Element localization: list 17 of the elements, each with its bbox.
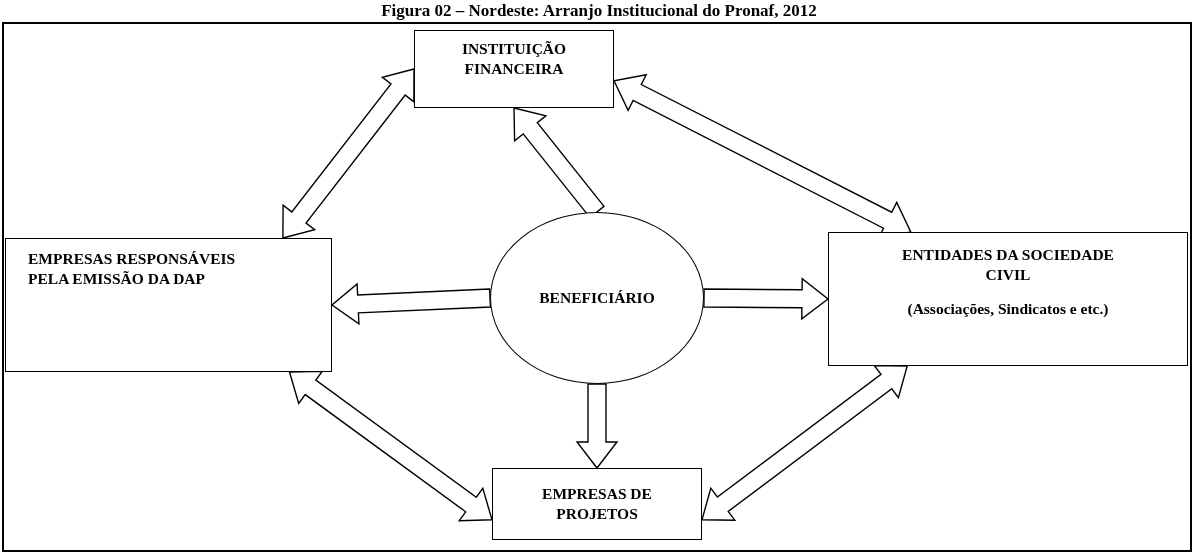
block-arrow: [703, 277, 830, 321]
process-box: [828, 232, 1188, 366]
double-block-arrow: [701, 364, 909, 521]
process-box: [5, 238, 332, 372]
double-block-arrow: [282, 68, 415, 239]
block-arrow: [575, 383, 619, 470]
block-arrow: [330, 282, 492, 326]
double-block-arrow: [288, 370, 493, 522]
node-label: (Associações, Sindicatos e etc.): [907, 299, 1109, 320]
process-box: [492, 468, 702, 540]
node-label: INSTITUIÇÃO FINANCEIRA: [460, 39, 568, 80]
node-label: ENTIDADES DA SOCIEDADE CIVIL: [901, 245, 1115, 286]
node-label: EMPRESAS DE PROJETOS: [541, 483, 653, 524]
figure-title: Figura 02 – Nordeste: Arranjo Institucional do Pronaf, 2012: [380, 1, 818, 21]
process-box: [414, 30, 614, 108]
node-label: BENEFICIÁRIO: [539, 287, 655, 308]
node-label: EMPRESAS RESPONSÁVEIS PELA EMISSÃO DA DAP: [28, 249, 237, 290]
